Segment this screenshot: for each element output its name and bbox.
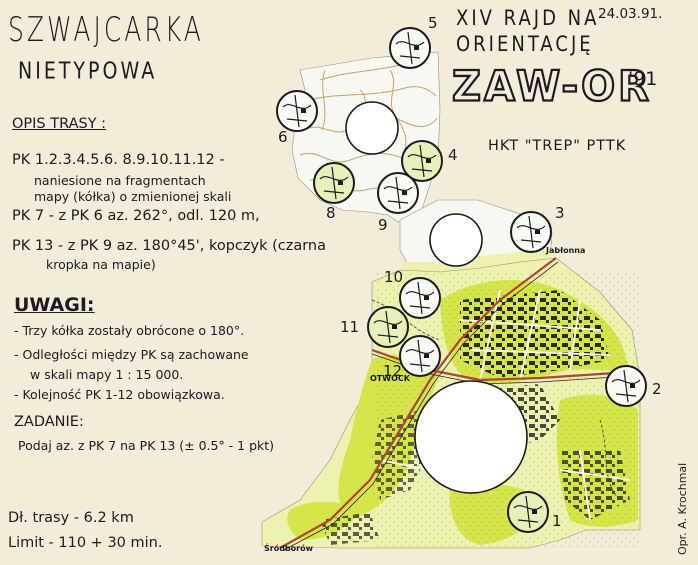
organizer: HKT "TREP" PTTK (488, 138, 627, 154)
blank-circles (345, 101, 528, 494)
checkpoint-number-4: 4 (448, 146, 458, 164)
checkpoint-circle-12 (399, 335, 441, 377)
route-line-5: PK 13 - z PK 9 az. 180°45', kopczyk (cza… (12, 238, 327, 254)
task-line: Podaj az. z PK 7 na PK 13 (± 0.5° - 1 pk… (18, 438, 275, 453)
blank-circle-1 (345, 101, 399, 155)
event-year: '91 (628, 68, 658, 90)
checkpoint-circles (276, 27, 647, 533)
checkpoint-number-12: 12 (383, 362, 403, 380)
checkpoint-circle-6 (276, 90, 318, 132)
checkpoint-circle-9 (377, 172, 419, 214)
place-label-otwock: OTWOCK (370, 374, 410, 383)
checkpoint-circle-8 (313, 162, 355, 204)
checkpoint-circle-5 (389, 27, 431, 69)
blank-circle-3 (414, 380, 528, 494)
notes-line-1: - Trzy kółka zostały obrócone o 180°. (14, 323, 245, 338)
title-line-2: NIETYPOWA (18, 58, 158, 85)
checkpoint-circle-4 (401, 140, 443, 182)
route-line-4: PK 7 - z PK 6 az. 262°, odl. 120 m, (12, 208, 260, 224)
route-heading: OPIS TRASY : (12, 116, 107, 132)
task-heading: ZADANIE: (14, 414, 84, 430)
event-line-1: XIV RAJD NA (456, 6, 600, 32)
checkpoint-number-10: 10 (384, 268, 404, 286)
route-line-1: PK 1.2.3.4.5.6. 8.9.10.11.12 - (12, 152, 225, 168)
checkpoint-circle-11 (367, 306, 409, 348)
checkpoint-circle-3 (510, 211, 552, 253)
place-label-jablonna: Jabłonna (546, 246, 586, 255)
blank-circle-2 (429, 213, 483, 267)
checkpoint-number-1: 1 (552, 512, 562, 530)
route-line-3: mapy (kółka) o zmienionej skali (34, 189, 232, 204)
event-date: 24.03.91. (598, 6, 663, 22)
checkpoint-number-3: 3 (555, 204, 565, 222)
notes-line-2: - Odległości między PK są zachowane (14, 347, 249, 362)
checkpoint-number-2: 2 (652, 380, 662, 398)
streets (379, 289, 631, 521)
checkpoint-circle-1 (507, 491, 549, 533)
checkpoint-number-9: 9 (378, 216, 388, 234)
checkpoint-number-5: 5 (428, 14, 438, 32)
notes-line-4: - Kolejność PK 1-12 obowiązkowa. (14, 387, 225, 402)
checkpoint-circle-2 (605, 365, 647, 407)
route-line-6: kropka na mapie) (46, 257, 156, 272)
checkpoint-number-11: 11 (340, 318, 360, 336)
route-line-2: naniesione na fragmentach (34, 173, 206, 188)
author-credit: Opr. A. Krochmal (676, 462, 689, 555)
checkpoint-number-8: 8 (326, 204, 336, 222)
time-limit: Limit - 110 + 30 min. (8, 535, 163, 551)
checkpoint-number-6: 6 (278, 128, 288, 146)
place-label-srodborow: Śródborów (264, 544, 313, 553)
event-line-2: ORIENTACJĘ (456, 32, 594, 58)
notes-line-3: w skali mapy 1 : 15 000. (30, 367, 184, 382)
event-logo: ZAW-OR (451, 62, 652, 113)
notes-heading: UWAGI: (14, 294, 95, 316)
checkpoint-circle-10 (399, 277, 441, 319)
route-length: Dł. trasy - 6.2 km (8, 510, 134, 526)
title-line-1: SZWAJCARKA (8, 10, 204, 50)
